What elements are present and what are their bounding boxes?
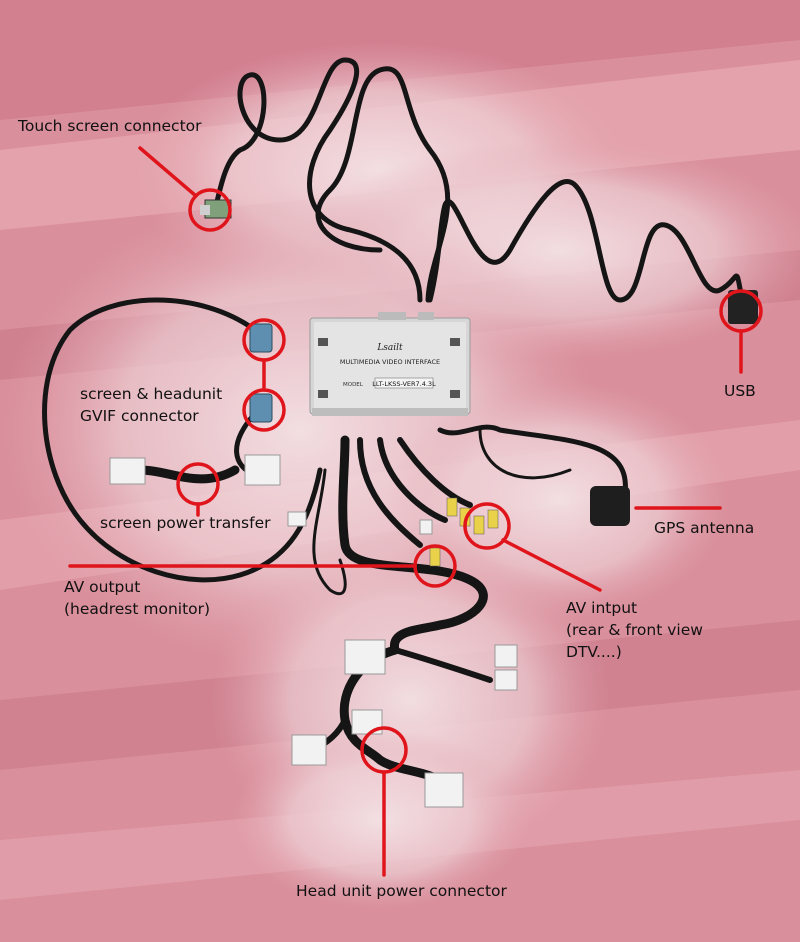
label-gvif-line1: screen & headunit: [80, 385, 223, 403]
label-head-unit-power-connector: Head unit power connector: [296, 882, 507, 900]
module-model: LLT-LKSS-VER7.4.3L: [372, 380, 436, 388]
label-av-input: AV intput (rear & front view DTV....): [566, 597, 703, 663]
connectors: [109, 199, 758, 808]
label-av-output: AV output (headrest monitor): [64, 576, 210, 620]
module-title: MULTIMEDIA VIDEO INTERFACE: [340, 358, 440, 366]
module-brand: Lsailt: [376, 343, 403, 353]
label-gvif-connector: screen & headunit GVIF connector: [80, 383, 222, 427]
leader-touch-screen: [138, 146, 198, 198]
label-touch-screen-connector: Touch screen connector: [18, 117, 202, 135]
leader-av-input: [501, 538, 602, 592]
marker-touch-screen: [188, 188, 232, 232]
label-av-input-line1: AV intput: [566, 599, 638, 617]
marker-av-output: [413, 544, 457, 588]
label-gvif-line2: GVIF connector: [80, 407, 199, 425]
label-screen-power-transfer: screen power transfer: [100, 514, 271, 532]
marker-av-input: [463, 502, 511, 550]
photo-glow: [0, 40, 800, 910]
annotations: [68, 146, 763, 877]
label-av-input-line2: (rear & front view: [566, 621, 703, 639]
label-av-input-line3: DTV....): [566, 643, 622, 661]
cables: [42, 57, 745, 785]
label-av-output-line2: (headrest monitor): [64, 600, 211, 618]
label-usb: USB: [724, 382, 756, 400]
interface-module: [309, 312, 471, 416]
label-gps-antenna: GPS antenna: [654, 519, 755, 537]
module-model-prefix: MODEL: [343, 382, 364, 388]
label-av-output-line1: AV output: [64, 578, 141, 596]
